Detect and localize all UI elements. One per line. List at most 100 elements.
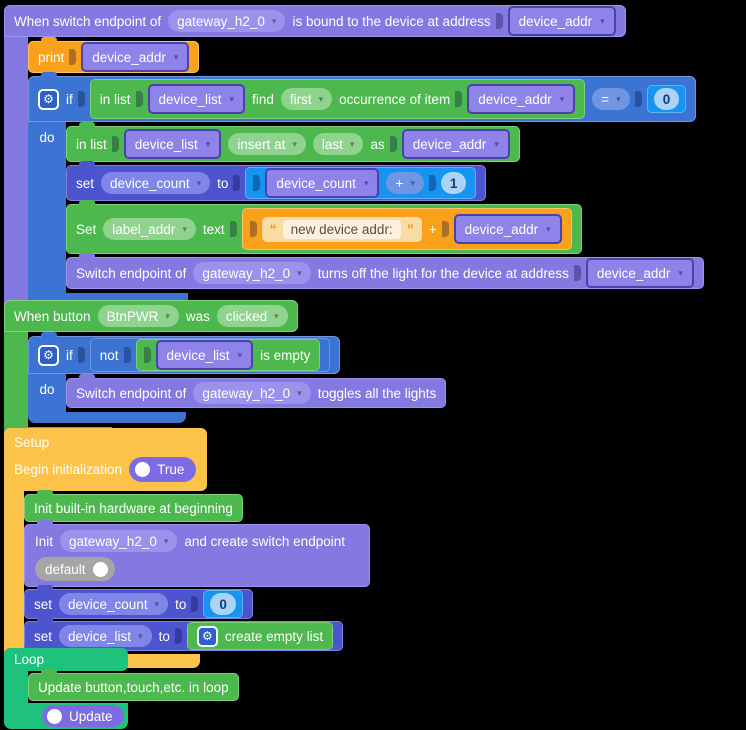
device-count-variable[interactable]: device_count: [265, 168, 380, 198]
device-addr-variable[interactable]: device_addr: [585, 258, 694, 288]
gateway-dropdown[interactable]: gateway_h2_0: [193, 382, 311, 404]
default-toggle[interactable]: default: [35, 557, 115, 581]
gear-icon[interactable]: ⚙: [38, 88, 59, 110]
do-spine: do: [28, 374, 66, 412]
update-toggle[interactable]: Update: [42, 705, 124, 727]
gateway-dropdown[interactable]: gateway_h2_0: [193, 262, 311, 284]
list-insert-block[interactable]: in list device_list insert at last as de…: [66, 122, 520, 162]
value-socket: [495, 13, 503, 29]
compare-operator-dropdown[interactable]: =: [592, 88, 630, 110]
print-block[interactable]: print device_addr: [28, 37, 200, 73]
init-hardware-block[interactable]: Init built-in hardware at beginning: [24, 490, 243, 522]
setup-stack: Setup Begin initialization True Init bui…: [4, 428, 370, 668]
not-label: not: [99, 347, 119, 363]
switch-turn-off-block[interactable]: Switch endpoint of gateway_h2_0 turns of…: [66, 253, 704, 289]
create-empty-list-block[interactable]: ⚙ create empty list: [186, 622, 334, 650]
set-variable-block[interactable]: set device_list to ⚙ create empty list: [24, 617, 344, 651]
toggle-circle-icon: [47, 708, 62, 724]
variable-dropdown[interactable]: device_count: [101, 172, 211, 194]
gateway-dropdown[interactable]: gateway_h2_0: [60, 530, 178, 552]
loop-block-foot: Update: [4, 703, 128, 729]
find-mode-dropdown[interactable]: first: [280, 88, 333, 110]
list-is-empty-block[interactable]: device_list is empty: [135, 339, 321, 371]
variable-dropdown[interactable]: device_count: [59, 593, 169, 615]
do-label: do: [39, 130, 55, 145]
button-dropdown[interactable]: BtnPWR: [97, 305, 179, 327]
print-label: print: [38, 49, 65, 65]
value-socket: [249, 221, 257, 237]
list-find-block[interactable]: in list device_list find first occurrenc…: [89, 79, 586, 119]
string-field[interactable]: new device addr:: [282, 219, 401, 239]
device-addr-variable[interactable]: device_addr: [453, 214, 562, 244]
label: find: [252, 91, 274, 107]
number-field[interactable]: 0: [210, 593, 236, 615]
label: was: [185, 308, 210, 324]
label: Init: [35, 533, 54, 549]
label: and create switch endpoint: [184, 533, 345, 549]
if-block-header[interactable]: ⚙ if in list device_list find first occu…: [28, 72, 697, 122]
insert-mode-dropdown[interactable]: insert at: [228, 133, 306, 155]
value-socket: [441, 221, 449, 237]
if-block-foot: [28, 412, 186, 423]
value-socket: [77, 347, 85, 363]
gear-icon[interactable]: ⚙: [196, 625, 218, 647]
label: Switch endpoint of: [76, 385, 187, 401]
value-socket: [77, 91, 85, 107]
event-stack-switch-bound: When switch endpoint of gateway_h2_0 is …: [4, 5, 704, 323]
number-block[interactable]: 0: [203, 590, 243, 618]
gateway-dropdown[interactable]: gateway_h2_0: [168, 10, 286, 32]
event-block-switch-bound-header[interactable]: When switch endpoint of gateway_h2_0 is …: [4, 5, 626, 37]
label: as: [370, 136, 385, 152]
begin-initialization-toggle[interactable]: True: [129, 457, 197, 482]
math-operator-dropdown[interactable]: +: [386, 172, 424, 194]
value-socket: [135, 91, 143, 107]
switch-toggle-all-block[interactable]: Switch endpoint of gateway_h2_0 toggles …: [66, 374, 447, 408]
label: turns off the light for the device at ad…: [317, 265, 569, 281]
label-dropdown[interactable]: label_addr: [103, 218, 196, 240]
value-socket: [389, 136, 397, 152]
label: is empty: [260, 347, 311, 363]
setup-block-header[interactable]: Setup Begin initialization True: [4, 428, 207, 491]
device-list-variable[interactable]: device_list: [123, 129, 222, 159]
device-list-variable[interactable]: device_list: [155, 340, 254, 370]
gear-icon[interactable]: ⚙: [38, 344, 59, 366]
arithmetic-block[interactable]: device_count + 1: [245, 167, 477, 199]
toggle-circle-icon: [92, 561, 108, 577]
number-field[interactable]: 0: [653, 88, 680, 110]
text-join-block[interactable]: “ new device addr: ” + device_addr: [241, 208, 572, 250]
set-variable-block[interactable]: set device_count to device_count + 1: [66, 161, 487, 201]
set-variable-block[interactable]: set device_count to 0: [24, 585, 253, 619]
position-dropdown[interactable]: last: [312, 133, 364, 155]
label: Switch endpoint of: [76, 265, 187, 281]
device-list-variable[interactable]: device_list: [147, 84, 246, 114]
toggle-value: True: [157, 462, 185, 477]
event-type-dropdown[interactable]: clicked: [216, 305, 288, 327]
not-block[interactable]: not device_list is empty: [89, 338, 331, 372]
label: set: [76, 175, 95, 191]
value-socket: [191, 596, 199, 612]
string-block[interactable]: “ new device addr: ”: [261, 216, 422, 242]
label: occurrence of item: [339, 91, 451, 107]
value-socket: [174, 628, 182, 644]
device-addr-variable[interactable]: device_addr: [507, 6, 616, 36]
loop-block-spine: [4, 671, 28, 703]
if-label: if: [66, 347, 73, 363]
number-field[interactable]: 1: [440, 172, 467, 194]
event-block-button-header[interactable]: When button BtnPWR was clicked: [4, 300, 298, 332]
value-socket: [455, 91, 463, 107]
device-addr-variable[interactable]: device_addr: [81, 42, 190, 72]
event-stack-button-clicked: When button BtnPWR was clicked ⚙ if not …: [4, 300, 447, 439]
device-addr-variable[interactable]: device_addr: [401, 129, 510, 159]
event-block-spine: [4, 332, 28, 427]
if-label: if: [66, 91, 73, 107]
if-block-header[interactable]: ⚙ if not device_list is empty: [28, 332, 341, 374]
set-label-text-block[interactable]: Set label_addr text “ new device addr: ”: [66, 200, 582, 254]
value-socket: [111, 136, 119, 152]
label: to: [175, 596, 187, 612]
number-block[interactable]: 0: [646, 85, 687, 113]
update-loop-block[interactable]: Update button,touch,etc. in loop: [28, 669, 239, 701]
loop-block-header[interactable]: Loop: [4, 648, 128, 671]
init-gateway-block[interactable]: Init gateway_h2_0 and create switch endp…: [24, 520, 370, 587]
device-addr-variable[interactable]: device_addr: [467, 84, 576, 114]
variable-dropdown[interactable]: device_list: [59, 625, 152, 647]
